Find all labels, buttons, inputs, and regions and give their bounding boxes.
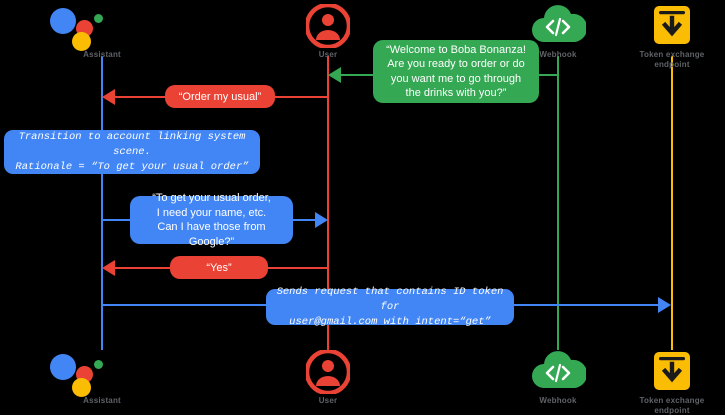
cloud-code-icon (518, 4, 598, 48)
actor-label-webhook: Webhook (539, 50, 577, 59)
message-sends-request: Sends request that contains ID token for… (266, 286, 514, 328)
actor-user-top: User (288, 4, 368, 60)
arrowhead-welcome (328, 67, 341, 83)
google-assistant-icon (42, 350, 162, 397)
message-need-your-name: “To get your usual order, I need your na… (130, 192, 293, 248)
google-assistant-icon (42, 4, 162, 51)
arrowhead-order-my-usual (102, 89, 115, 105)
actor-webhook-bottom: Webhook (518, 350, 598, 406)
actor-webhook-top: Webhook (518, 4, 598, 60)
actor-label-user: User (318, 50, 338, 59)
actor-label-webhook: Webhook (539, 396, 577, 405)
message-welcome: “Welcome to Boba Bonanza! Are you ready … (373, 40, 539, 103)
actor-label-assistant: Assistant (83, 50, 121, 59)
download-box-icon (622, 4, 722, 48)
actor-user-bottom: User (288, 350, 368, 406)
download-box-icon (622, 350, 722, 394)
actor-label-token-endpoint: Token exchange endpoint (639, 396, 705, 415)
message-transition-note: Transition to account linking system sce… (4, 130, 260, 174)
actor-assistant-top: Assistant (42, 4, 162, 60)
actor-token-endpoint-bottom: Token exchange endpoint (622, 350, 722, 415)
lifeline-token-endpoint (671, 56, 673, 350)
actor-label-user: User (318, 396, 338, 405)
lifeline-assistant (101, 56, 103, 350)
actor-label-token-endpoint: Token exchange endpoint (639, 50, 705, 69)
actor-assistant-bottom: Assistant (42, 350, 162, 406)
user-avatar-icon (288, 350, 368, 394)
message-yes: “Yes” (170, 256, 268, 279)
arrowhead-yes (102, 260, 115, 276)
message-order-my-usual: “Order my usual” (165, 85, 275, 108)
actor-token-endpoint-top: Token exchange endpoint (622, 4, 722, 69)
lifeline-webhook (557, 56, 559, 350)
lifeline-user (327, 56, 329, 350)
arrowhead-sends-request (658, 297, 671, 313)
cloud-code-icon (518, 350, 598, 394)
actor-label-assistant: Assistant (83, 396, 121, 405)
arrowhead-need-your-name (315, 212, 328, 228)
user-avatar-icon (288, 4, 368, 48)
